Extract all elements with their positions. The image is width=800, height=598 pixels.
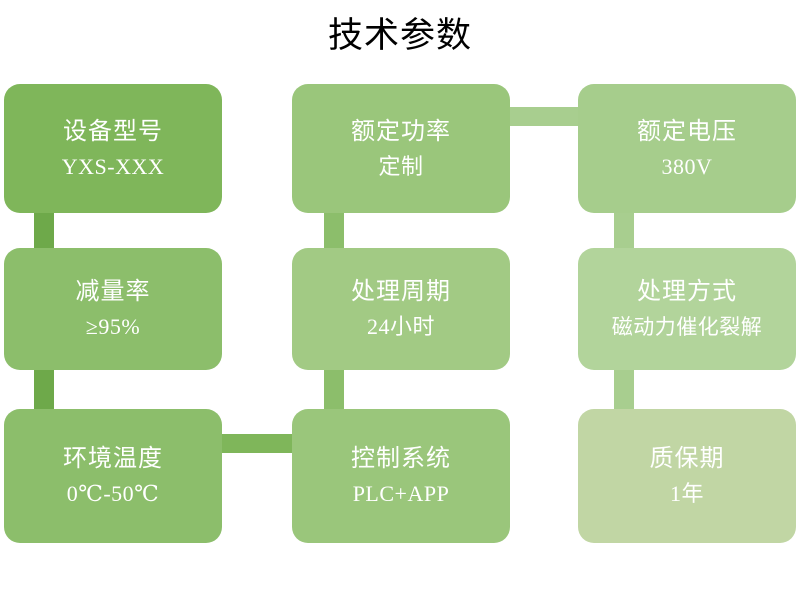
card-model[interactable]: 设备型号 YXS-XXX	[4, 84, 222, 213]
card-reduction[interactable]: 减量率 ≥95%	[4, 248, 222, 370]
card-power-value: 定制	[378, 153, 424, 179]
card-power-label: 额定功率	[351, 118, 451, 145]
card-temperature[interactable]: 环境温度 0℃-50℃	[4, 409, 222, 543]
card-control-value: PLC+APP	[352, 481, 450, 506]
card-control-label: 控制系统	[351, 446, 451, 472]
card-voltage-label: 额定电压	[637, 118, 737, 145]
card-power[interactable]: 额定功率 定制	[292, 84, 510, 213]
card-model-value: YXS-XXX	[61, 153, 165, 179]
card-method-label: 处理方式	[637, 279, 737, 305]
card-voltage[interactable]: 额定电压 380V	[578, 84, 796, 213]
card-voltage-value: 380V	[661, 153, 713, 179]
card-warranty[interactable]: 质保期 1年	[578, 409, 796, 543]
card-method[interactable]: 处理方式 磁动力催化裂解	[578, 248, 796, 370]
card-model-label: 设备型号	[63, 118, 163, 145]
card-cycle-value: 24小时	[366, 314, 435, 339]
card-warranty-value: 1年	[669, 481, 704, 506]
card-cycle-label: 处理周期	[351, 279, 451, 305]
card-warranty-label: 质保期	[649, 446, 725, 472]
card-reduction-label: 减量率	[75, 279, 151, 305]
card-reduction-value: ≥95%	[85, 314, 141, 339]
card-method-value: 磁动力催化裂解	[611, 315, 763, 339]
page-title: 技术参数	[327, 16, 472, 55]
card-control[interactable]: 控制系统 PLC+APP	[292, 409, 510, 543]
card-cycle[interactable]: 处理周期 24小时	[292, 248, 510, 370]
card-temperature-value: 0℃-50℃	[66, 481, 160, 506]
card-temperature-label: 环境温度	[63, 446, 163, 472]
